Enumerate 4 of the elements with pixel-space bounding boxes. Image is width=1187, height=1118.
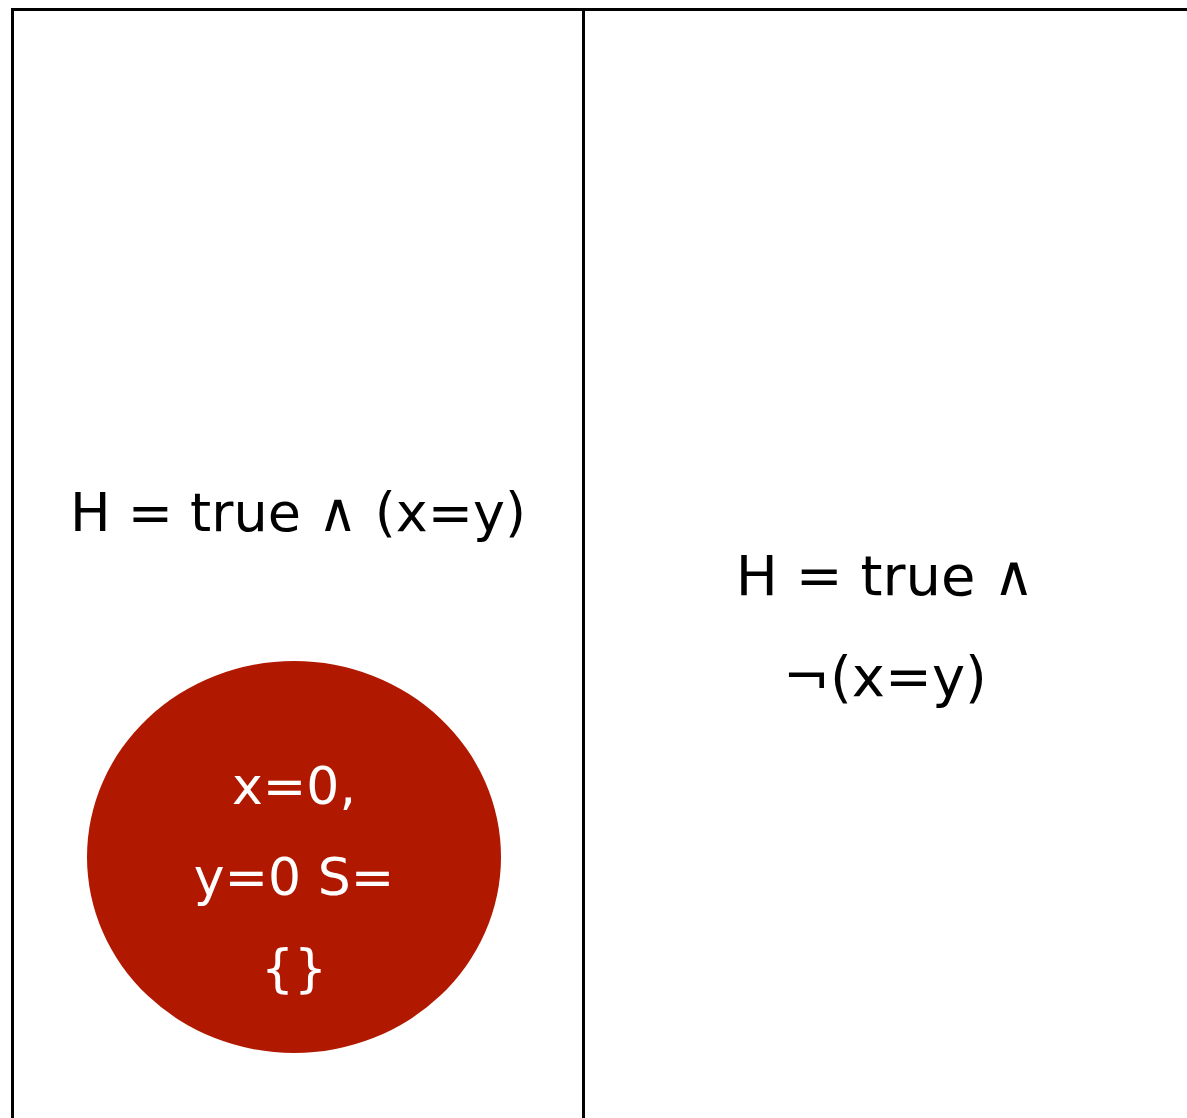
formula-heading: H = true ∧ ¬(x=y) xyxy=(734,542,1036,711)
formula-heading: H = true ∧ (x=y) xyxy=(68,481,528,546)
state-text: x=0, y=0 S={} xyxy=(192,755,396,1000)
panel xyxy=(11,8,585,1118)
